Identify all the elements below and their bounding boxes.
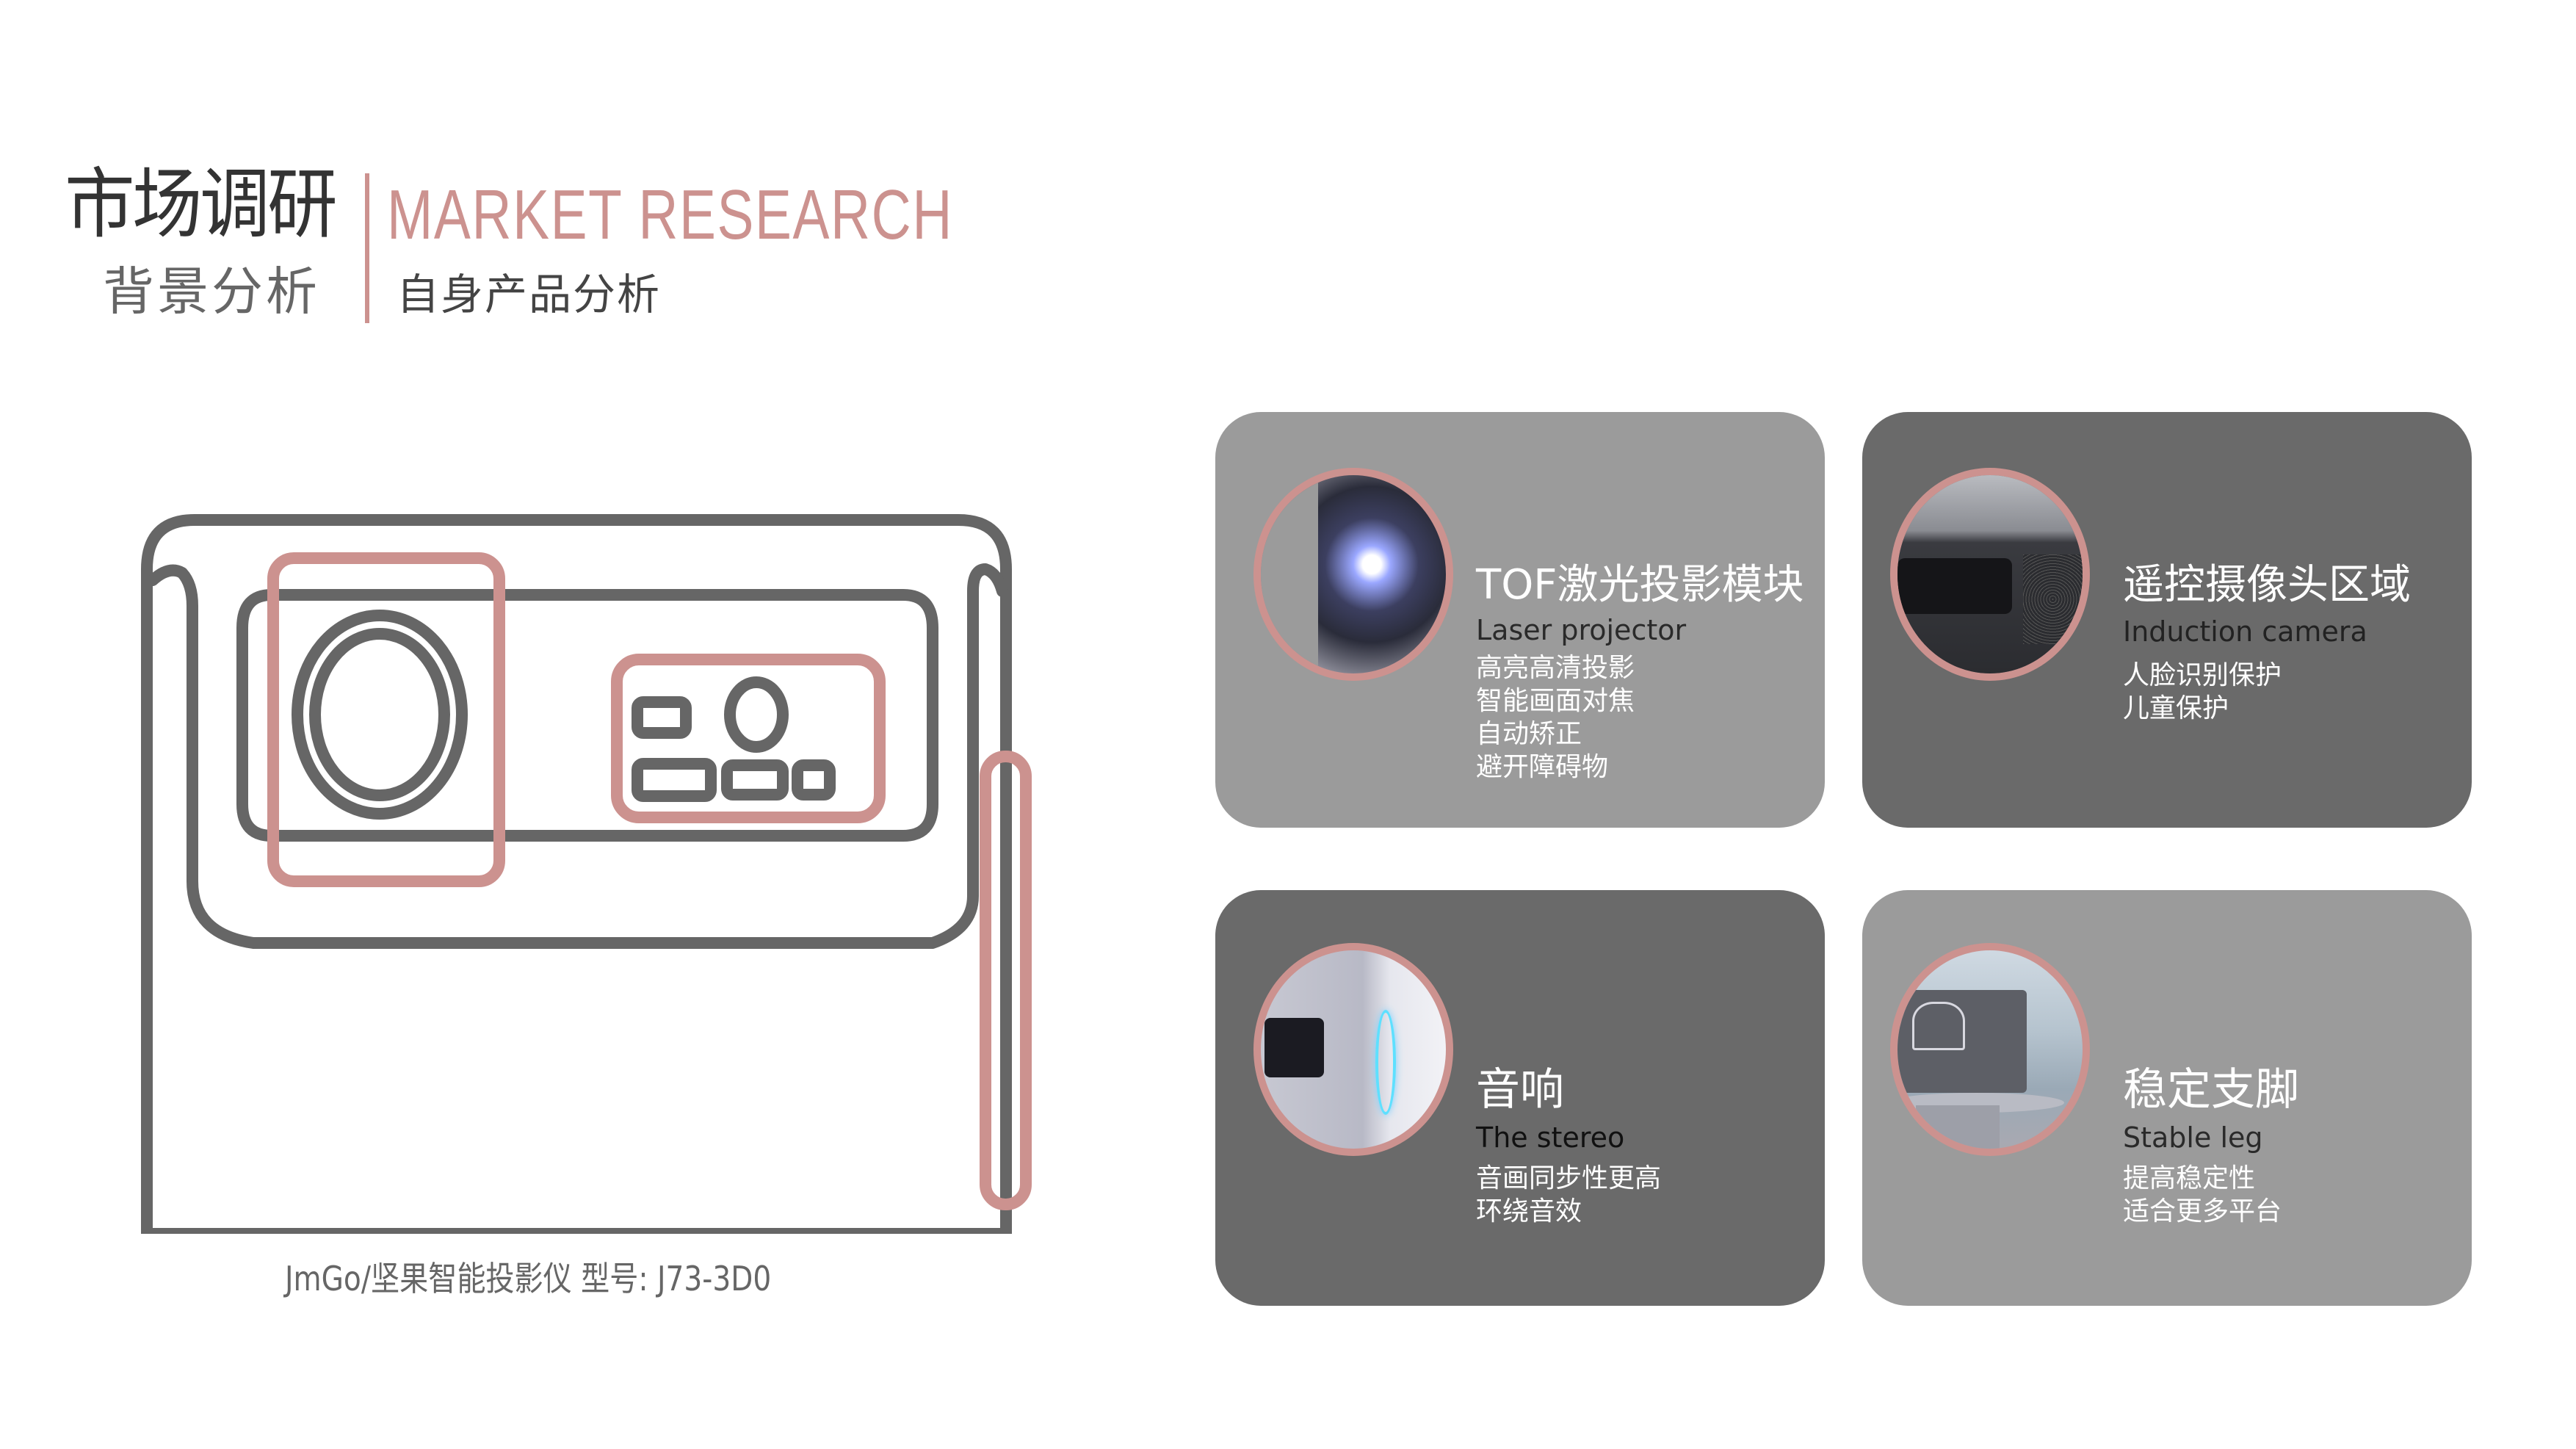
feature-item: 环绕音效 bbox=[1476, 1196, 1582, 1226]
feature-card-camera: 遥控摄像头区域 Induction camera 人脸识别保护 儿童保护 bbox=[1862, 412, 2472, 828]
feature-card-stand: 稳定支脚 Stable leg 提高稳定性 适合更多平台 bbox=[1862, 890, 2472, 1306]
feature-item: 智能画面对焦 bbox=[1476, 686, 1635, 716]
stand-photo bbox=[1890, 943, 2090, 1156]
projector-outline-icon bbox=[132, 499, 1050, 1378]
feature-item: 提高稳定性 bbox=[2123, 1163, 2256, 1193]
feature-item: 音画同步性更高 bbox=[1476, 1163, 1662, 1193]
card-subtitle: Stable leg bbox=[2123, 1121, 2263, 1154]
feature-item: 避开障碍物 bbox=[1476, 752, 1609, 782]
card-subtitle: Induction camera bbox=[2123, 615, 2367, 648]
page-title-en: MARKET RESEARCH bbox=[387, 176, 953, 254]
card-title: 稳定支脚 bbox=[2123, 1064, 2299, 1116]
product-caption: JmGo/坚果智能投影仪 型号: J73-3D0 bbox=[285, 1259, 772, 1298]
feature-card-stereo: 音响 The stereo 音画同步性更高 环绕音效 bbox=[1215, 890, 1825, 1306]
laser-lens-photo bbox=[1253, 468, 1453, 681]
speaker-photo bbox=[1253, 943, 1453, 1156]
feature-card-laser: TOF激光投影模块 Laser projector 高亮高清投影 智能画面对焦 … bbox=[1215, 412, 1825, 828]
section-label-product: 自身产品分析 bbox=[397, 270, 662, 319]
feature-item: 适合更多平台 bbox=[2123, 1196, 2282, 1226]
feature-item: 高亮高清投影 bbox=[1476, 653, 1635, 683]
card-subtitle: Laser projector bbox=[1476, 614, 1687, 646]
feature-item: 自动矫正 bbox=[1476, 719, 1582, 749]
feature-item: 人脸识别保护 bbox=[2123, 660, 2282, 690]
header-divider bbox=[365, 173, 369, 323]
card-title: TOF激光投影模块 bbox=[1476, 561, 1804, 609]
card-title: 音响 bbox=[1476, 1064, 1564, 1116]
camera-photo bbox=[1890, 468, 2090, 681]
card-subtitle: The stereo bbox=[1476, 1121, 1625, 1154]
card-title: 遥控摄像头区域 bbox=[2123, 561, 2411, 609]
page-title-cn: 市场调研 bbox=[65, 159, 338, 249]
feature-item: 儿童保护 bbox=[2123, 693, 2229, 723]
section-label-background: 背景分析 bbox=[103, 261, 320, 322]
